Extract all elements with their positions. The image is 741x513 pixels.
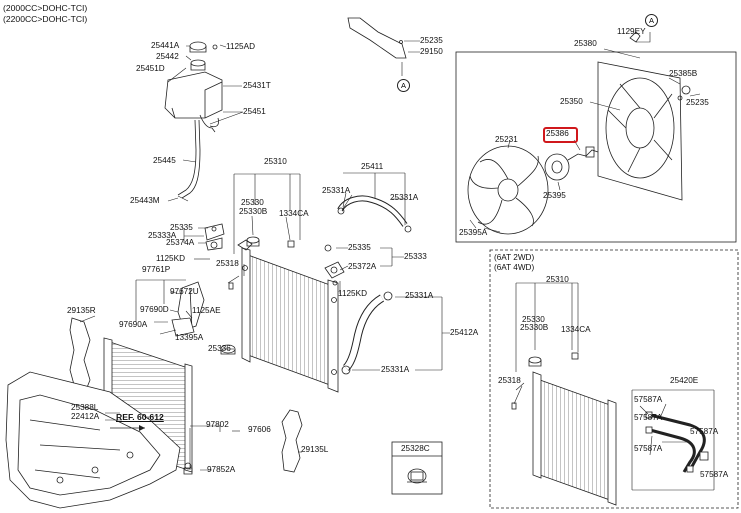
- part-label[interactable]: 1334CA: [279, 209, 309, 218]
- part-label[interactable]: 57587A: [634, 444, 663, 453]
- radiator-drawing: [237, 239, 339, 393]
- part-label[interactable]: 25235: [686, 98, 709, 107]
- part-label[interactable]: 25374A: [166, 238, 195, 247]
- part-label[interactable]: 25333A: [148, 231, 177, 240]
- part-label[interactable]: 25451: [243, 107, 266, 116]
- part-label[interactable]: 13395A: [175, 333, 204, 342]
- highlighted-part-box: [543, 127, 578, 143]
- inset-variant-line2: (6AT 4WD): [494, 263, 535, 272]
- part-label[interactable]: 25331A: [390, 193, 419, 202]
- marker-a: A: [645, 14, 658, 27]
- part-label[interactable]: 25395: [543, 191, 566, 200]
- part-label[interactable]: 1125KD: [156, 254, 185, 263]
- part-label[interactable]: 57587A: [690, 427, 719, 436]
- part-label[interactable]: 25335: [348, 243, 371, 252]
- part-label[interactable]: 25310: [264, 157, 287, 166]
- part-label[interactable]: 1125AE: [192, 306, 221, 315]
- part-label[interactable]: 25330: [241, 198, 264, 207]
- part-label[interactable]: 97852A: [207, 465, 236, 474]
- part-label[interactable]: 25335: [170, 223, 193, 232]
- part-label[interactable]: 1334CA: [561, 325, 591, 334]
- part-label[interactable]: 25235: [420, 36, 443, 45]
- part-label[interactable]: 97672U: [170, 287, 199, 296]
- oil-cooler-hose-drawing: [645, 411, 709, 473]
- part-label[interactable]: 25330: [522, 315, 545, 324]
- part-label[interactable]: 25442: [156, 52, 179, 61]
- support-bar-drawing: [347, 17, 407, 59]
- part-label[interactable]: 1125AD: [226, 42, 255, 51]
- part-label[interactable]: 97690D: [140, 305, 169, 314]
- part-label[interactable]: 25372A: [348, 262, 377, 271]
- inset-radiator-drawing: [511, 352, 617, 506]
- engine-variant-line2: (2200CC>DOHC-TCI): [3, 14, 88, 24]
- part-label[interactable]: 25420E: [670, 376, 699, 385]
- part-label[interactable]: 25395A: [459, 228, 488, 237]
- part-label[interactable]: 25310: [546, 275, 569, 284]
- part-label[interactable]: 25336: [208, 344, 231, 353]
- part-label[interactable]: 25451D: [136, 64, 165, 73]
- drain-plug-box: [391, 441, 443, 495]
- part-label[interactable]: 25386: [546, 129, 569, 138]
- part-label[interactable]: 25331A: [381, 365, 410, 374]
- part-label[interactable]: 25231: [495, 135, 518, 144]
- part-label[interactable]: 25330B: [239, 207, 268, 216]
- fan-shroud-drawing: [597, 31, 691, 201]
- part-label[interactable]: 25350: [560, 97, 583, 106]
- part-label[interactable]: 25411: [361, 162, 384, 171]
- reservoir-tank-drawing: [164, 41, 223, 199]
- part-label[interactable]: 25333: [404, 252, 427, 261]
- part-label[interactable]: 97802: [206, 420, 229, 429]
- part-label[interactable]: 1125KD: [338, 289, 367, 298]
- part-label[interactable]: 25441A: [151, 41, 180, 50]
- part-label[interactable]: 29135L: [301, 445, 329, 454]
- part-label[interactable]: 25331A: [322, 186, 351, 195]
- part-label[interactable]: 22412A: [71, 412, 100, 421]
- part-label[interactable]: 25412A: [450, 328, 479, 337]
- fan-assembly-box: [455, 51, 737, 243]
- part-label[interactable]: 25318: [216, 259, 239, 268]
- part-label[interactable]: 97606: [248, 425, 271, 434]
- fan-motor-drawing: [544, 146, 599, 181]
- part-label[interactable]: 25431T: [243, 81, 271, 90]
- part-label[interactable]: 29135R: [67, 306, 96, 315]
- front-carrier-drawing: [5, 371, 181, 509]
- engine-variant-line1: (2000CC>DOHC-TCI): [3, 3, 88, 13]
- part-label[interactable]: 25318: [498, 376, 521, 385]
- marker-a: A: [397, 79, 410, 92]
- ref-link[interactable]: REF. 60-612: [116, 412, 164, 422]
- part-label[interactable]: 57587A: [634, 413, 663, 422]
- cooling-fan-drawing: [467, 145, 549, 235]
- part-label[interactable]: 25331A: [405, 291, 434, 300]
- part-label[interactable]: 25445: [153, 156, 176, 165]
- part-label[interactable]: 25385B: [669, 69, 698, 78]
- part-label[interactable]: 1129EY: [617, 27, 646, 36]
- part-label[interactable]: 97690A: [119, 320, 148, 329]
- part-label[interactable]: 97761P: [142, 265, 171, 274]
- part-label[interactable]: 25330B: [520, 323, 549, 332]
- part-label[interactable]: 25388L: [71, 403, 99, 412]
- part-label[interactable]: 25328C: [401, 444, 430, 453]
- part-label[interactable]: 25380: [574, 39, 597, 48]
- part-label[interactable]: 57587A: [700, 470, 729, 479]
- inset-variant-line1: (6AT 2WD): [494, 253, 535, 262]
- inset-box: [489, 249, 739, 509]
- part-label[interactable]: 29150: [420, 47, 443, 56]
- part-label[interactable]: 25443M: [130, 196, 160, 205]
- part-label[interactable]: 57587A: [634, 395, 663, 404]
